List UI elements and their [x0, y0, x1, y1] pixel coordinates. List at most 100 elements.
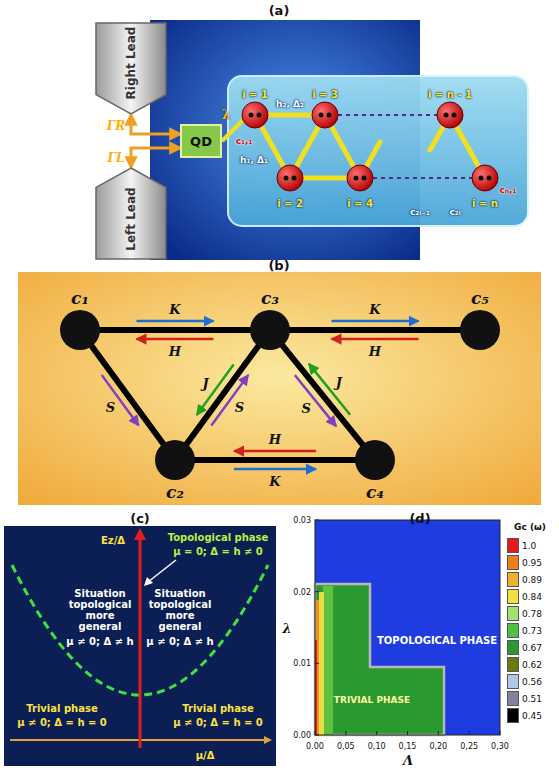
site-node: c₃ [250, 310, 290, 350]
plot-frame [315, 520, 500, 735]
label: c₂ᵢ₋₁ [410, 207, 430, 217]
label: Ez/Δ [101, 535, 125, 546]
legend-swatch [507, 606, 519, 621]
hopping-arrow [235, 450, 315, 453]
bond-line [195, 457, 355, 463]
lead-label: Left Lead [124, 187, 138, 250]
label: λ [221, 107, 230, 122]
label: 0.00 [293, 731, 311, 740]
label: 0,30 [491, 742, 509, 751]
legend-text: 0.56 [522, 677, 542, 687]
site [472, 165, 498, 191]
arrowhead [144, 577, 153, 586]
bond-line [290, 327, 460, 333]
electron [327, 113, 332, 118]
label: μ/Δ [196, 750, 215, 761]
tick [407, 731, 408, 735]
legend-swatch [507, 691, 519, 706]
label: 0.01 [293, 659, 311, 668]
label: (a) [269, 3, 290, 18]
label: (c) [130, 511, 150, 526]
label: Trivial phase [182, 703, 253, 714]
electron [362, 176, 367, 181]
legend-swatch [507, 640, 519, 655]
hopping-arrow [333, 338, 418, 341]
label: Gc (ω) [514, 522, 546, 532]
label: TOPOLOGICAL PHASE [377, 635, 497, 646]
edge-label: ΓL [108, 151, 125, 165]
label: 0.03 [293, 516, 311, 525]
dot-label: QD [190, 134, 212, 149]
label: μ ≠ 0; Δ ≠ h [146, 636, 213, 647]
lead: Left Lead [95, 167, 167, 260]
site-node: c₂ [155, 440, 195, 480]
bond-line [283, 346, 363, 445]
legend-text: 0.84 [522, 592, 542, 602]
edge-label: H [169, 344, 181, 359]
legend-text: 0.95 [522, 558, 542, 568]
legend-text: 0.67 [522, 643, 542, 653]
hopping-arrow [235, 468, 315, 471]
label: λ [282, 621, 291, 636]
site-node: c₁ [60, 310, 100, 350]
label: Situation topological more general [144, 588, 216, 632]
chain-panel [228, 76, 528, 226]
tick [315, 591, 319, 592]
site-node: c₅ [460, 310, 500, 350]
label: c₂ᵢ [449, 207, 460, 217]
label: h₁, Δ₁ [240, 155, 268, 165]
hopping-arrow [102, 376, 138, 425]
electron [249, 113, 254, 118]
site [312, 102, 338, 128]
electron [292, 176, 297, 181]
lead-outline [96, 23, 166, 114]
electron [444, 113, 449, 118]
electron [354, 176, 359, 181]
electron [257, 113, 262, 118]
legend-text: 0.73 [522, 626, 542, 636]
label: 0,20 [429, 742, 447, 751]
legend-text: 0.89 [522, 575, 542, 585]
legend-text: 0.51 [522, 694, 542, 704]
legend-text: 0.45 [522, 711, 542, 721]
edge-label: J [202, 375, 208, 390]
site-node: c₄ [355, 440, 395, 480]
edge-label: H [369, 344, 381, 359]
electron [452, 113, 457, 118]
hopping-arrow [333, 320, 418, 323]
edge-label: S [106, 400, 115, 415]
label: Topological phase [168, 532, 269, 543]
legend-swatch [507, 657, 519, 672]
edge-label: K [169, 302, 180, 317]
site-label: c₅ [471, 288, 489, 308]
edge-label: J [336, 374, 342, 389]
hopping-arrow [212, 376, 248, 425]
site [242, 102, 268, 128]
label: TRIVIAL PHASE [334, 695, 410, 705]
edge-label: S [301, 401, 310, 416]
quantum-dot: QD [180, 124, 222, 158]
legend-swatch [507, 623, 519, 638]
hopping-arrow [296, 376, 336, 425]
electron [479, 176, 484, 181]
site [347, 165, 373, 191]
edge-label: H [269, 432, 281, 447]
label: h₂, Δ₂ [276, 99, 304, 109]
label: 0,05 [337, 742, 355, 751]
edge-label: S [235, 400, 244, 415]
legend-text: 0.78 [522, 609, 542, 619]
label: c₁,₁ [236, 136, 253, 146]
tick [315, 663, 319, 664]
label: (b) [268, 258, 289, 273]
contour-region [323, 586, 333, 735]
label: i = n [472, 198, 498, 209]
site-label: c₁ [71, 288, 89, 308]
contour-region [316, 600, 319, 735]
label: 0.02 [293, 588, 311, 597]
coupling-arrow [131, 148, 180, 167]
ticks [315, 520, 500, 735]
hopping-arrow [310, 365, 350, 414]
